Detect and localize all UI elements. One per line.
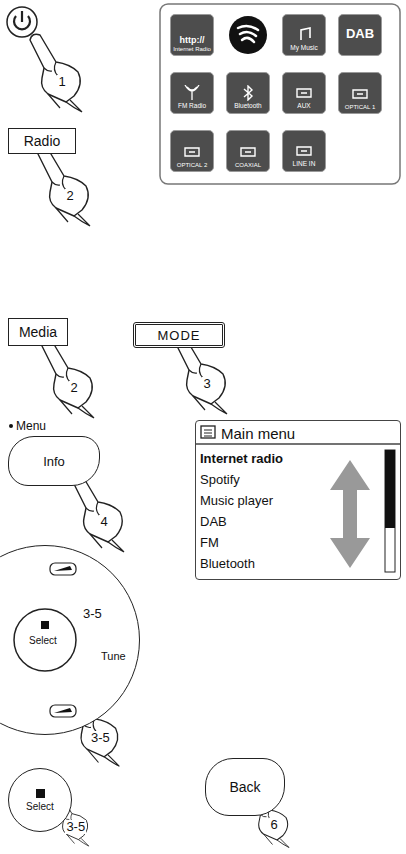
callout-number: 2 [65,189,74,203]
icon-label: OPTICAL 2 [177,162,207,168]
icon-label: COAXIAL [235,162,261,168]
icon-label: AUX [297,103,310,110]
source-icon: My Music [282,14,326,56]
bullet-dot [8,423,14,429]
icon-label: My Music [290,45,317,52]
info-button: MenuInfo [8,418,100,486]
spotify-logo [229,16,267,54]
menu-item: Bluetooth [200,556,255,571]
stop-square [36,789,45,798]
power-button [7,7,37,37]
button-label: Radio [24,133,61,149]
icon-label: OPTICAL 1 [345,104,375,110]
source-icon: OPTICAL 2 [170,130,214,172]
menu-item: Internet radio [200,451,283,466]
icon-glyph [294,85,314,101]
wheel-label: Tune [101,650,126,662]
source-icon: DAB [338,14,382,56]
menu-screen: Main menuInternet radioSpotifyMusic play… [195,420,401,580]
callout-number: 3 [202,377,211,391]
icon-glyph [182,144,202,160]
menu-item: Music player [200,493,273,508]
source-screen [160,4,400,184]
icon-label: FM Radio [178,103,206,110]
back-button: Back [205,758,285,816]
wheel-parts [0,545,140,735]
pointing-hand [38,148,90,226]
button-label: MODE [158,328,201,343]
button-label: Info [43,454,65,469]
icon-glyph [294,143,314,159]
icon-label: LINE IN [293,161,316,168]
radio-button: Radio [8,128,76,154]
select-button: Select [8,768,72,832]
callout-number: 3-5 [90,731,111,745]
tune-wheel: SelectTune [0,545,140,735]
callout-number: 3-5 [82,607,103,621]
source-icon: Bluetooth [226,72,270,114]
menu-item: Spotify [200,472,240,487]
pointing-hand [30,34,82,112]
menu-title: Main menu [221,425,295,442]
button-caption: Menu [16,419,46,433]
source-icon: AUX [282,72,326,114]
menu-item: DAB [200,514,227,529]
button-shape: Info [8,436,100,486]
button-label: Select [26,801,54,812]
pointing-hand [72,474,124,552]
button-label: Media [19,324,57,340]
icon-label: http:// [180,36,205,45]
icon-glyph [294,27,314,43]
icon-glyph [182,85,202,101]
source-icon: OPTICAL 1 [338,72,382,114]
icon-glyph [238,85,258,101]
icon-glyph [350,86,370,102]
callout-number: 6 [269,818,278,832]
callout-number: 1 [57,75,66,89]
mode-button: MODE [133,322,225,348]
icon-glyph [238,144,258,160]
callout-number: 2 [69,381,78,395]
media-button: Media [8,318,68,346]
source-icon: LINE IN [282,130,326,172]
menu-item: FM [200,535,219,550]
pointing-hand [42,340,94,418]
button-label: Back [229,779,260,795]
button-label: Select [29,635,57,646]
callout-number: 4 [99,515,108,529]
source-icon: http://Internet Radio [170,14,214,56]
source-icon: FM Radio [170,72,214,114]
source-icon: COAXIAL [226,130,270,172]
icon-label: Bluetooth [234,103,261,110]
icon-label: Internet Radio [173,46,211,52]
callout-number: 3-5 [65,820,86,834]
icon-label: DAB [346,27,374,41]
